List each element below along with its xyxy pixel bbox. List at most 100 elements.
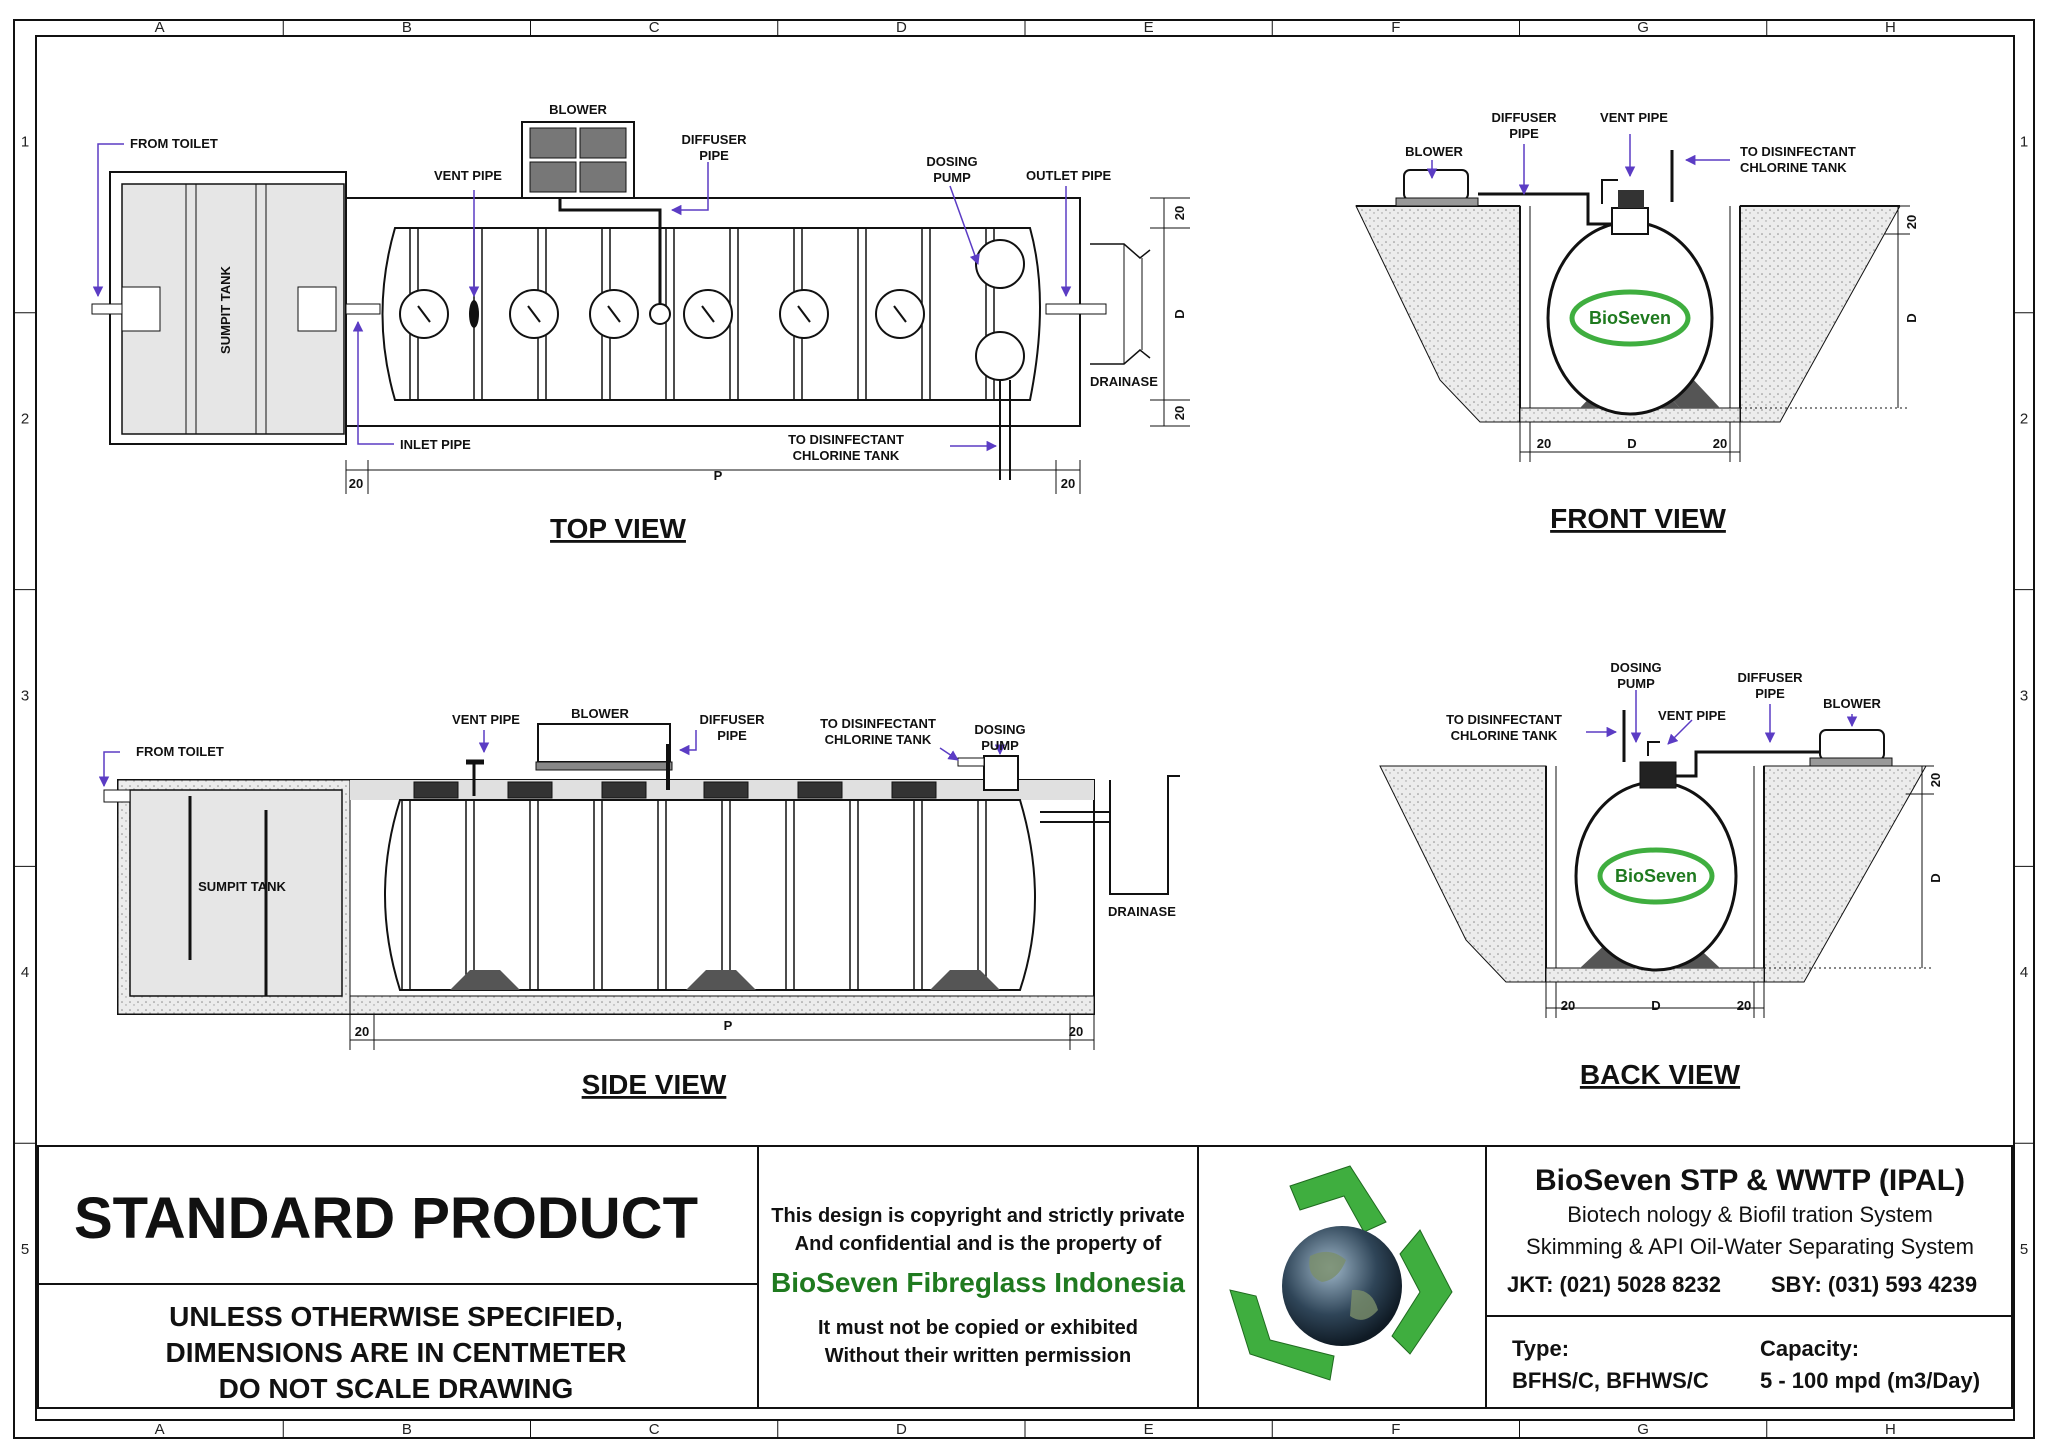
- grid-row-3-left: 3: [21, 687, 29, 704]
- side-drainase-label: DRAINASE: [1108, 904, 1176, 919]
- top-drainase-label: DRAINASE: [1090, 374, 1158, 389]
- top-dim-left: 20: [349, 476, 363, 491]
- note-line-3: DO NOT SCALE DRAWING: [219, 1373, 574, 1404]
- grid-row-1-left: 1: [21, 134, 29, 151]
- grid-column-g-bottom: G: [1637, 1421, 1649, 1438]
- side-manhole: [891, 781, 937, 799]
- front-vent-label: VENT PIPE: [1600, 110, 1668, 125]
- copyright-line-1: This design is copyright and strictly pr…: [771, 1205, 1184, 1227]
- top-dim-top: 20: [1172, 206, 1187, 220]
- back-dim-left: 20: [1561, 998, 1575, 1013]
- front-dim-left: 20: [1537, 436, 1551, 451]
- back-disinfectant-label-2: CHLORINE TANK: [1451, 728, 1558, 743]
- grid-row-3-right: 3: [2020, 687, 2028, 704]
- grid-row-5-left: 5: [21, 1241, 29, 1258]
- side-from-toilet-label: FROM TOILET: [136, 744, 224, 759]
- back-logo-label: BioSeven: [1615, 866, 1697, 886]
- side-view-title: SIDE VIEW: [582, 1069, 727, 1100]
- grid-column-c-top: C: [649, 19, 660, 36]
- grid-column-a-top: A: [155, 19, 165, 36]
- top-view-title: TOP VIEW: [550, 513, 686, 544]
- grid-column-h-bottom: H: [1885, 1421, 1896, 1438]
- back-dosing-label-1: DOSING: [1610, 660, 1661, 675]
- top-disinfectant-label-2: CHLORINE TANK: [793, 448, 900, 463]
- copyright-line-3: It must not be copied or exhibited: [818, 1317, 1138, 1339]
- product-subtitle-2: Skimming & API Oil-Water Separating Syst…: [1526, 1234, 1974, 1259]
- side-sumpit-label: SUMPIT TANK: [198, 879, 286, 894]
- grid-column-a-bottom: A: [155, 1421, 165, 1438]
- grid-column-b-top: B: [402, 19, 412, 36]
- side-dim-right: 20: [1069, 1024, 1083, 1039]
- side-blower-label: BLOWER: [571, 706, 629, 721]
- side-vent-label: VENT PIPE: [452, 712, 520, 727]
- front-dim-height: D: [1904, 313, 1919, 322]
- back-dim-height: D: [1928, 873, 1943, 882]
- standard-product-label: STANDARD PRODUCT: [74, 1186, 698, 1251]
- top-diffuser-label-1: DIFFUSER: [682, 132, 748, 147]
- phone-jakarta: JKT: (021) 5028 8232: [1507, 1272, 1721, 1297]
- side-manhole: [797, 781, 843, 799]
- top-view: SUMPIT TANK: [91, 102, 1190, 544]
- top-manhole-handle: [527, 305, 541, 323]
- capacity-label: Capacity:: [1760, 1336, 1859, 1361]
- company-name: BioSeven Fibreglass Indonesia: [771, 1267, 1185, 1298]
- side-dim-left: 20: [355, 1024, 369, 1039]
- front-disinfectant-label-2: CHLORINE TANK: [1740, 160, 1847, 175]
- top-manhole-handle: [417, 305, 431, 323]
- grid-row-5-right: 5: [2020, 1241, 2028, 1258]
- top-manhole-handle: [607, 305, 621, 323]
- grid-column-f-bottom: F: [1391, 1421, 1400, 1438]
- side-disinfectant-label-2: CHLORINE TANK: [825, 732, 932, 747]
- side-diffuser-label-1: DIFFUSER: [700, 712, 766, 727]
- grid-column-f-top: F: [1391, 19, 1400, 36]
- back-vent-label: VENT PIPE: [1658, 708, 1726, 723]
- grid-row-1-right: 1: [2020, 134, 2028, 151]
- note-line-2: DIMENSIONS ARE IN CENTMETER: [166, 1337, 627, 1368]
- back-diffuser-label-1: DIFFUSER: [1738, 670, 1804, 685]
- type-value: BFHS/C, BFHWS/C: [1512, 1368, 1709, 1393]
- side-manhole: [601, 781, 647, 799]
- grid-row-2-left: 2: [21, 411, 29, 428]
- top-outlet-label: OUTLET PIPE: [1026, 168, 1112, 183]
- grid-row-4-right: 4: [2020, 964, 2028, 981]
- front-view-title: FRONT VIEW: [1550, 503, 1726, 534]
- front-dim-top: 20: [1904, 215, 1919, 229]
- side-disinfectant-label-1: TO DISINFECTANT: [820, 716, 936, 731]
- back-disinfectant-label-1: TO DISINFECTANT: [1446, 712, 1562, 727]
- note-line-1: UNLESS OTHERWISE SPECIFIED,: [169, 1301, 623, 1332]
- top-blower-label: BLOWER: [549, 102, 607, 117]
- side-manhole: [413, 781, 459, 799]
- grid-column-e-top: E: [1144, 19, 1154, 36]
- front-blower-label: BLOWER: [1405, 144, 1463, 159]
- front-diffuser-label-2: PIPE: [1509, 126, 1539, 141]
- back-dim-top: 20: [1928, 773, 1943, 787]
- top-dim-bottom: 20: [1172, 406, 1187, 420]
- side-manhole: [703, 781, 749, 799]
- back-blower-label: BLOWER: [1823, 696, 1881, 711]
- copyright-line-2: And confidential and is the property of: [795, 1233, 1162, 1255]
- top-dosing-label-2: PUMP: [933, 170, 971, 185]
- side-dim-p: P: [724, 1018, 733, 1033]
- product-title: BioSeven STP & WWTP (IPAL): [1535, 1164, 1965, 1197]
- grid-column-h-top: H: [1885, 19, 1896, 36]
- grid-column-g-top: G: [1637, 19, 1649, 36]
- top-dim-right: 20: [1061, 476, 1075, 491]
- back-view: BioSeven DOSING PUMP DIFFUSER PIPE TO DI…: [1379, 660, 1943, 1090]
- top-sumpit-label: SUMPIT TANK: [218, 265, 233, 353]
- back-dim-d: D: [1651, 998, 1660, 1013]
- front-dim-right: 20: [1713, 436, 1727, 451]
- type-label: Type:: [1512, 1336, 1569, 1361]
- top-dim-d: D: [1172, 309, 1187, 318]
- top-manhole-handle: [893, 305, 907, 323]
- top-vent-pipe-label: VENT PIPE: [434, 168, 502, 183]
- back-diffuser-label-2: PIPE: [1755, 686, 1785, 701]
- back-dim-right: 20: [1737, 998, 1751, 1013]
- grid-row-2-right: 2: [2020, 411, 2028, 428]
- grid-column-c-bottom: C: [649, 1421, 660, 1438]
- side-diffuser-label-2: PIPE: [717, 728, 747, 743]
- product-subtitle-1: Biotech nology & Biofil tration System: [1567, 1202, 1933, 1227]
- side-manhole: [507, 781, 553, 799]
- side-view: FROM TOILET VENT PIPE BLOWER DIFFUSER PI…: [98, 706, 1180, 1100]
